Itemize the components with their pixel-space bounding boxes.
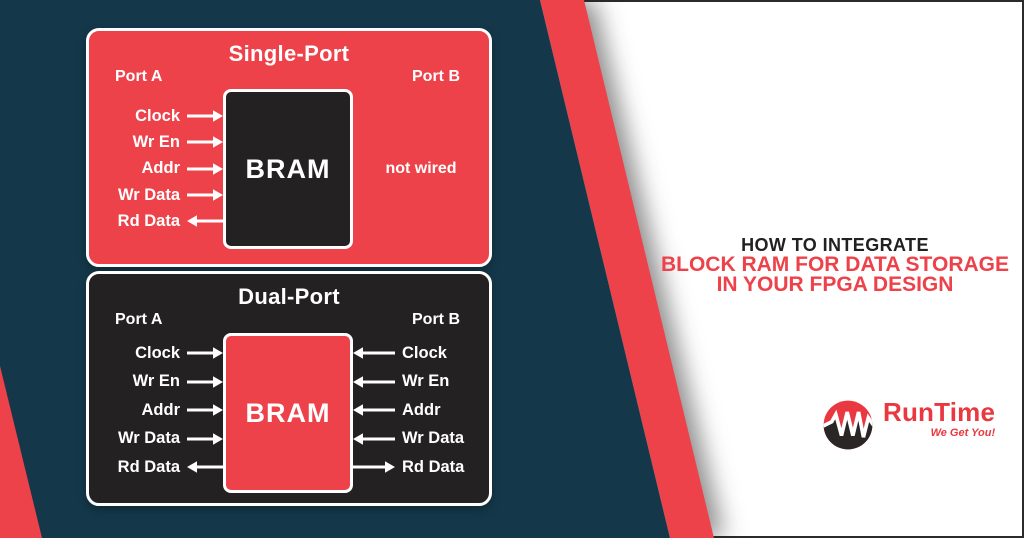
signal-row-wr-en: Wr En (89, 129, 223, 155)
dual-port-title: Dual-Port (238, 284, 340, 309)
frame-line-top (581, 0, 1024, 2)
signal-row-wr-data: Wr Data (353, 425, 489, 454)
signal-row-addr: Addr (89, 156, 223, 182)
signal-row-addr: Addr (89, 396, 223, 425)
arrow-right-icon (187, 110, 223, 122)
signal-row-wr-data: Wr Data (89, 182, 223, 208)
signal-label: Addr (141, 159, 181, 178)
signal-label: Wr En (132, 372, 180, 391)
single-port-panel: Single-Port Port A Port B BRAM Clock Wr E… (86, 28, 492, 267)
single-bram-block: BRAM (223, 89, 353, 249)
arrow-right-icon (187, 162, 223, 175)
headline-line1: HOW TO INTEGRATE (741, 235, 929, 255)
signal-row-addr: Addr (353, 396, 489, 425)
logo-tagline: We Get You! (930, 427, 996, 439)
headline-block: HOW TO INTEGRATE BLOCK RAM FOR DATA STOR… (640, 235, 1024, 296)
signal-label: Rd Data (402, 457, 465, 476)
signal-row-rd-data: Rd Data (353, 453, 489, 482)
signal-row-wr-en: Wr En (353, 368, 489, 397)
arrow-left-icon (353, 404, 395, 417)
signal-row-wr-en: Wr En (89, 368, 223, 397)
frame-line-right (1022, 0, 1024, 538)
signal-label: Addr (141, 400, 181, 419)
arrow-left-icon (187, 461, 223, 474)
signal-row-rd-data: Rd Data (89, 208, 223, 234)
single-port-b-note: not wired (385, 160, 457, 177)
signal-row-clock: Clock (89, 103, 223, 129)
dual-port-a-signals: Clock Wr En Addr Wr Data Rd Data (89, 339, 223, 482)
arrow-left-icon (353, 375, 395, 388)
single-port-a-label: Port A (115, 68, 163, 85)
signal-row-wr-data: Wr Data (89, 425, 223, 454)
headline-line2: BLOCK RAM FOR DATA STORAGE (660, 253, 1010, 276)
dual-port-b-label: Port B (412, 311, 460, 328)
signal-label: Clock (135, 106, 180, 125)
dual-bram-block: BRAM (223, 333, 353, 493)
pulse-waveform-icon (823, 400, 873, 450)
signal-label: Clock (135, 343, 180, 362)
arrow-right-icon (187, 404, 223, 417)
arrow-left-icon (187, 215, 223, 228)
signal-row-rd-data: Rd Data (89, 453, 223, 482)
dual-port-b-signals: Clock Wr En Addr Wr Data Rd Data (353, 339, 489, 482)
arrow-right-icon (353, 461, 395, 474)
arrow-right-icon (187, 347, 223, 360)
signal-label: Wr Data (402, 429, 465, 448)
arrow-right-icon (187, 136, 223, 149)
signal-row-clock: Clock (353, 339, 489, 368)
headline-line3: IN YOUR FPGA DESIGN (716, 273, 954, 296)
single-port-a-signals: Clock Wr En Addr Wr Data Rd Data (89, 103, 223, 234)
signal-label: Wr En (132, 132, 180, 151)
signal-label: Wr Data (117, 429, 180, 448)
signal-label: Rd Data (117, 211, 180, 230)
single-port-title: Single-Port (228, 41, 350, 66)
frame-line-bottom (711, 536, 1024, 538)
logo-name: RunTime (883, 397, 996, 427)
dual-port-a-label: Port A (115, 311, 163, 328)
signal-label: Wr Data (117, 185, 180, 204)
arrow-left-icon (353, 347, 395, 360)
signal-label: Wr En (402, 372, 450, 391)
signal-label: Clock (402, 343, 447, 362)
signal-label: Addr (402, 400, 441, 419)
arrow-right-icon (187, 375, 223, 388)
arrow-left-icon (353, 432, 395, 445)
single-port-b-label: Port B (412, 68, 460, 85)
arrow-right-icon (187, 189, 223, 201)
signal-label: Rd Data (117, 457, 180, 476)
arrow-right-icon (187, 432, 223, 445)
signal-row-clock: Clock (89, 339, 223, 368)
runtime-logo: RunTime We Get You! (822, 397, 995, 451)
dual-port-panel: Dual-Port Port A Port B BRAM Clock Wr En A… (86, 271, 492, 506)
